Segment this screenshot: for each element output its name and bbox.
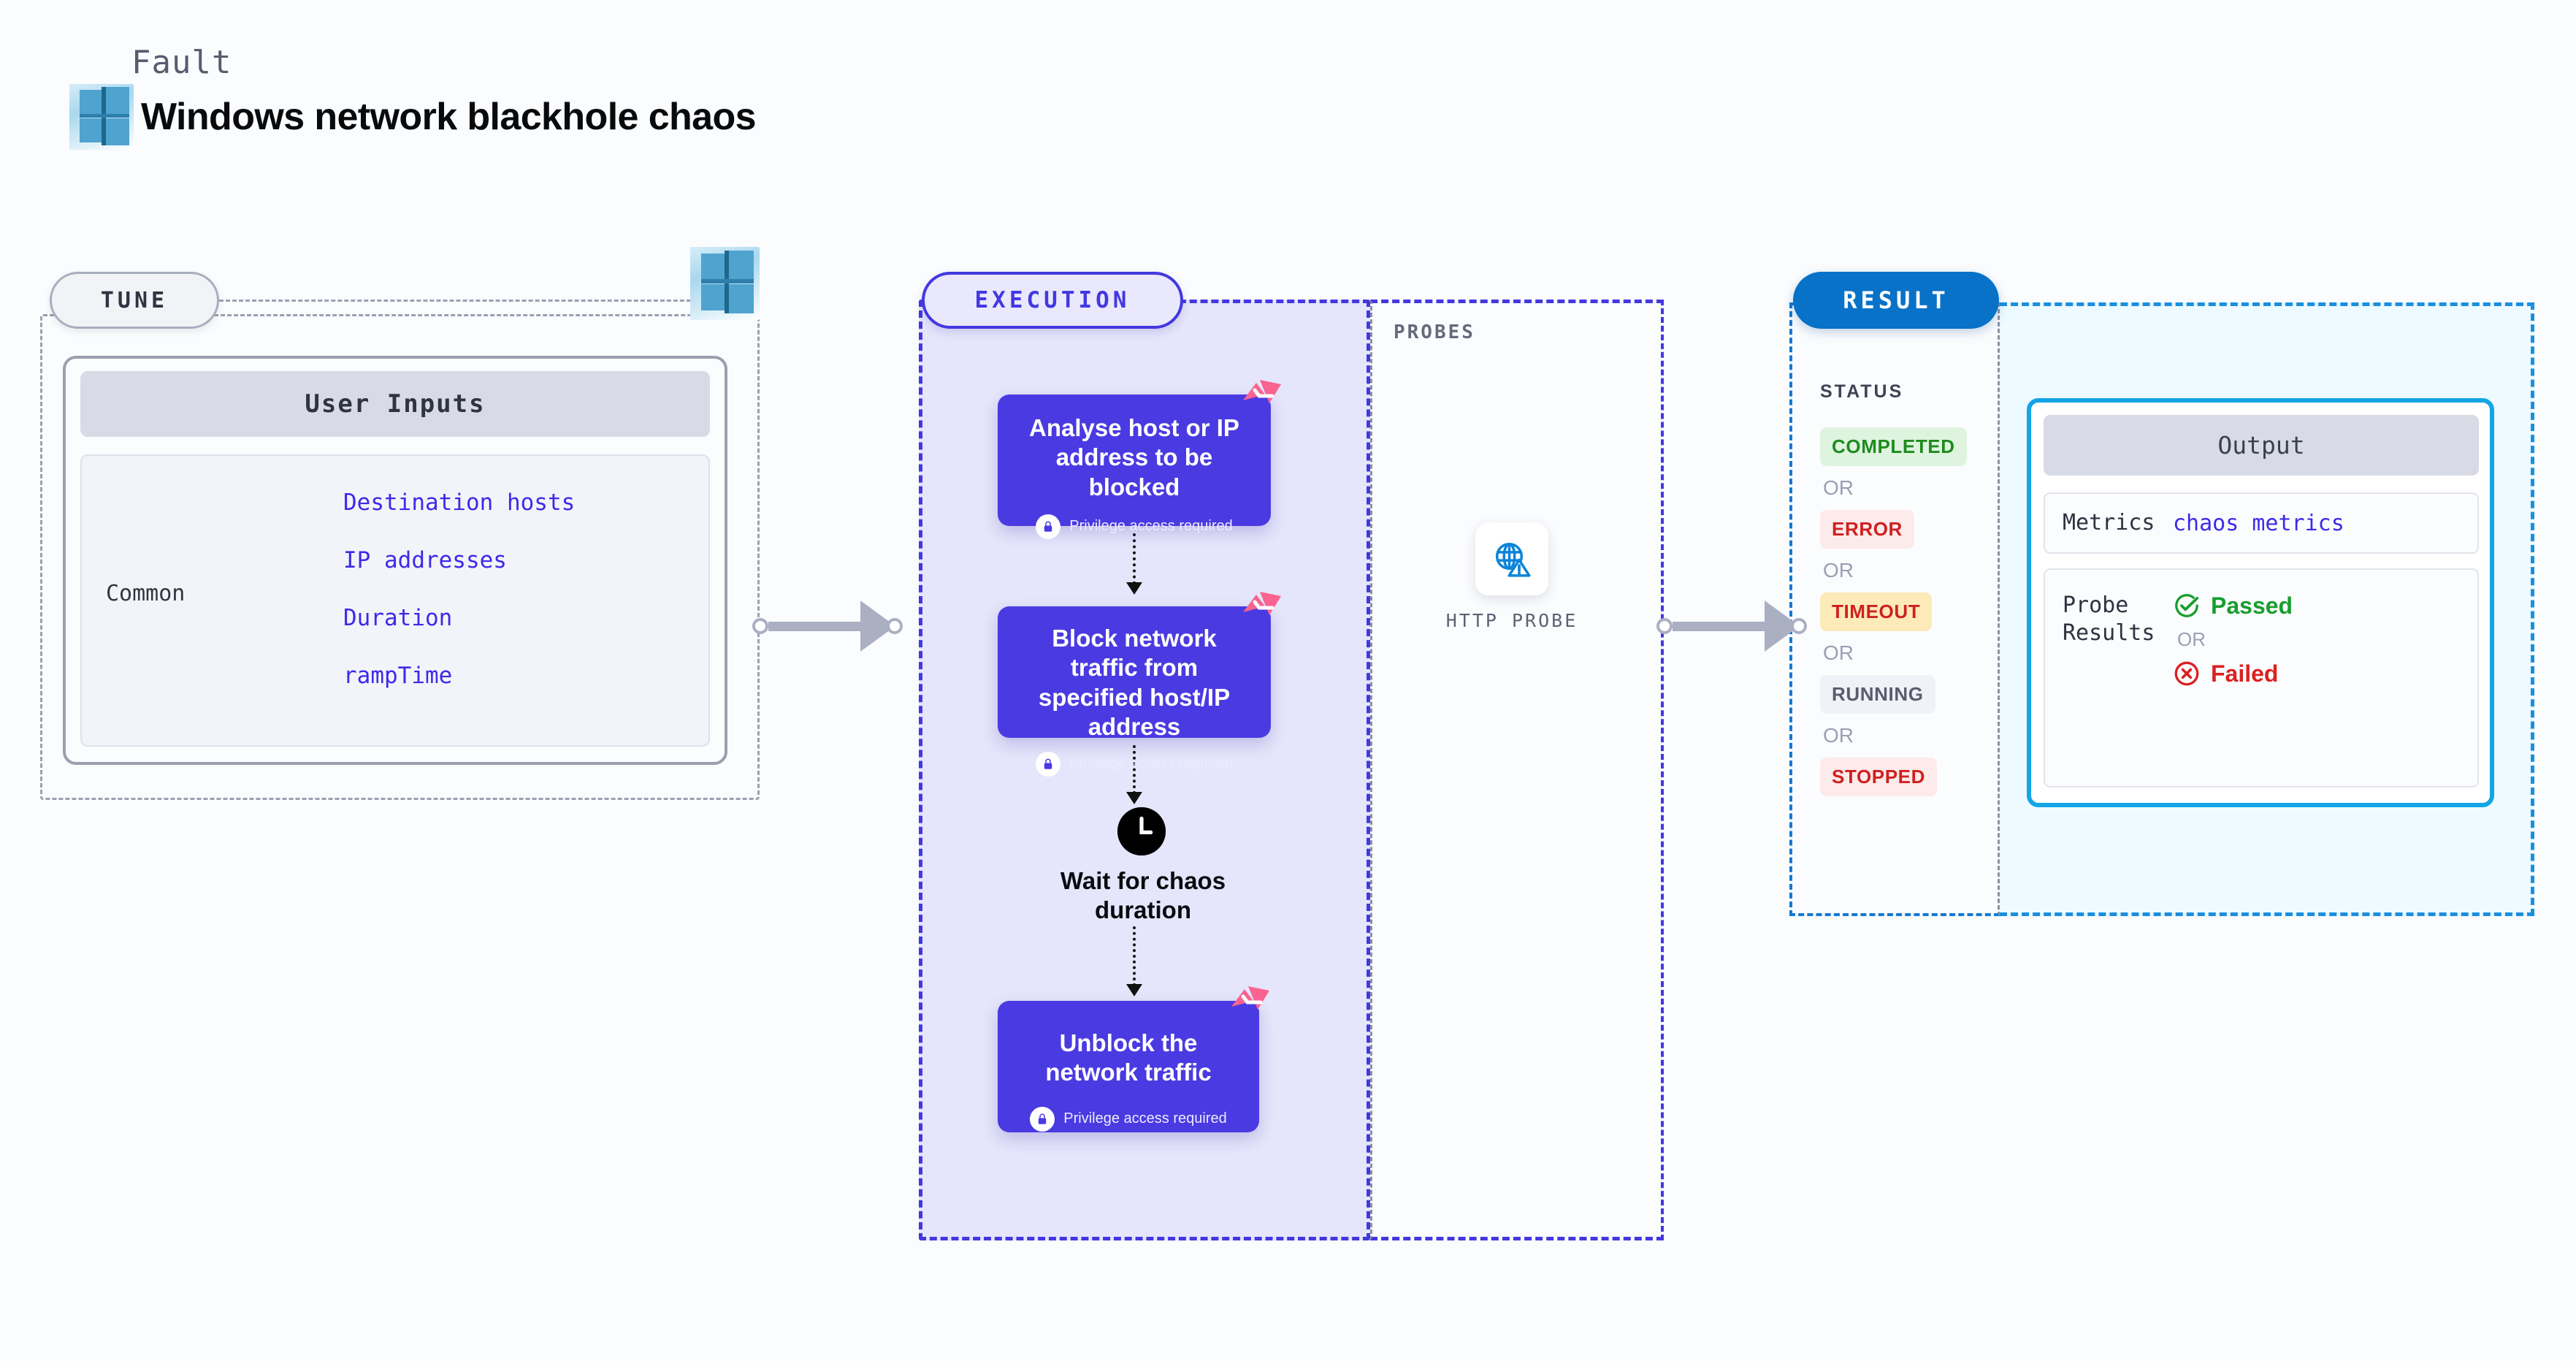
- flow-connector-arrow: [1126, 984, 1142, 996]
- connector-probes-to-result: [1656, 601, 1826, 652]
- connector-dot: [1656, 618, 1673, 634]
- windows-logo-icon: [690, 247, 760, 320]
- status-badge-list: COMPLETED OR ERROR OR TIMEOUT OR RUNNING…: [1820, 427, 1967, 796]
- status-section-label: STATUS: [1820, 381, 1904, 402]
- execution-step-card[interactable]: Analyse host or IP address to be blocked…: [998, 380, 1281, 539]
- execution-step-card[interactable]: Block network traffic from specified hos…: [998, 592, 1281, 777]
- status-or-label: OR: [1823, 724, 1854, 747]
- connector-bar: [768, 621, 860, 631]
- privilege-note: Privilege access required: [998, 514, 1271, 539]
- tune-param-duration[interactable]: Duration: [343, 605, 453, 631]
- privilege-note-text: Privilege access required: [1069, 518, 1233, 535]
- user-inputs-body: [80, 454, 710, 747]
- connector-dot: [1791, 618, 1807, 634]
- lock-icon: [1036, 514, 1061, 539]
- execution-step-title: Unblock the network traffic: [1045, 1029, 1212, 1086]
- output-probe-values: Passed OR Failed: [2173, 592, 2293, 687]
- probe-result-failed: Failed: [2173, 660, 2278, 687]
- tune-param-ramptime[interactable]: rampTime: [343, 663, 453, 689]
- fault-kicker: Fault: [131, 44, 232, 81]
- check-circle-icon: [2175, 594, 2199, 617]
- tune-param-destination-hosts[interactable]: Destination hosts: [343, 489, 576, 516]
- x-circle-icon: [2174, 661, 2199, 686]
- connector-dot: [752, 618, 768, 634]
- status-badge: STOPPED: [1820, 758, 1937, 796]
- page-header: Fault Windows network blackhole chaos: [69, 44, 757, 150]
- flow-connector-line: [1133, 926, 1136, 986]
- http-probe-icon-tile[interactable]: [1475, 522, 1548, 595]
- status-badge: TIMEOUT: [1820, 592, 1933, 631]
- connector-bar: [1673, 621, 1765, 631]
- tune-group-label: Common: [106, 581, 186, 606]
- tune-param-ip-addresses[interactable]: IP addresses: [343, 547, 507, 573]
- litmus-logo-icon: [1231, 986, 1269, 1010]
- lock-icon: [1036, 752, 1061, 777]
- connector-dot: [887, 618, 903, 634]
- tune-param-list: Destination hosts IP addresses Duration …: [343, 489, 575, 689]
- litmus-logo-icon: [1243, 380, 1281, 403]
- execution-step-title: Analyse host or IP address to be blocked: [1029, 414, 1239, 500]
- globe-warning-icon: [1495, 542, 1531, 577]
- output-card-header: Output: [2044, 415, 2479, 476]
- status-or-label: OR: [1823, 641, 1854, 664]
- output-metrics-row: Metrics chaos metrics: [2044, 492, 2479, 554]
- probes-panel: [1370, 300, 1664, 1240]
- status-badge: COMPLETED: [1820, 427, 1967, 466]
- litmus-logo-icon: [1243, 592, 1281, 615]
- probes-section-label: PROBES: [1394, 321, 1475, 343]
- status-badge: RUNNING: [1820, 675, 1935, 714]
- flow-connector-arrow: [1126, 582, 1142, 595]
- status-badge: ERROR: [1820, 510, 1914, 549]
- output-probe-key: Probe Results: [2063, 592, 2155, 646]
- result-pill-label: RESULT: [1793, 272, 1999, 329]
- flow-connector-arrow: [1126, 792, 1142, 804]
- probe-result-passed-label: Passed: [2211, 592, 2293, 619]
- privilege-note: Privilege access required: [998, 752, 1271, 777]
- execution-step-title: Wait for chaos duration: [1060, 867, 1226, 924]
- execution-step-card[interactable]: Unblock the network traffic Privilege ac…: [998, 986, 1269, 1132]
- output-probe-results-row: Probe Results Passed OR Failed: [2044, 568, 2479, 788]
- tune-panel: [40, 314, 760, 800]
- output-metrics-value[interactable]: chaos metrics: [2173, 510, 2344, 536]
- privilege-note-text: Privilege access required: [1063, 1110, 1227, 1126]
- user-inputs-header: User Inputs: [80, 371, 710, 437]
- status-or-label: OR: [1823, 476, 1854, 499]
- privilege-note-text: Privilege access required: [1069, 755, 1233, 772]
- probe-result-or-label: OR: [2177, 628, 2206, 650]
- privilege-note: Privilege access required: [998, 1106, 1259, 1132]
- page-title: Windows network blackhole chaos: [141, 96, 757, 138]
- tune-pill-label: TUNE: [50, 272, 219, 329]
- clock-icon: [1117, 807, 1166, 855]
- output-metrics-key: Metrics: [2063, 510, 2155, 536]
- probe-result-failed-label: Failed: [2211, 660, 2279, 687]
- probe-result-passed: Passed: [2173, 592, 2293, 619]
- tune-top-dash-line: [219, 300, 730, 302]
- flow-connector-line: [1133, 533, 1136, 584]
- connector-tune-to-execution: [752, 601, 922, 652]
- execution-pill-label: EXECUTION: [922, 272, 1183, 329]
- windows-logo-icon: [69, 84, 134, 150]
- status-or-label: OR: [1823, 559, 1854, 582]
- execution-step-title: Block network traffic from specified hos…: [1038, 625, 1231, 740]
- lock-icon: [1030, 1106, 1055, 1132]
- http-probe-label: HTTP PROBE: [1445, 610, 1578, 631]
- flow-connector-line: [1133, 745, 1136, 794]
